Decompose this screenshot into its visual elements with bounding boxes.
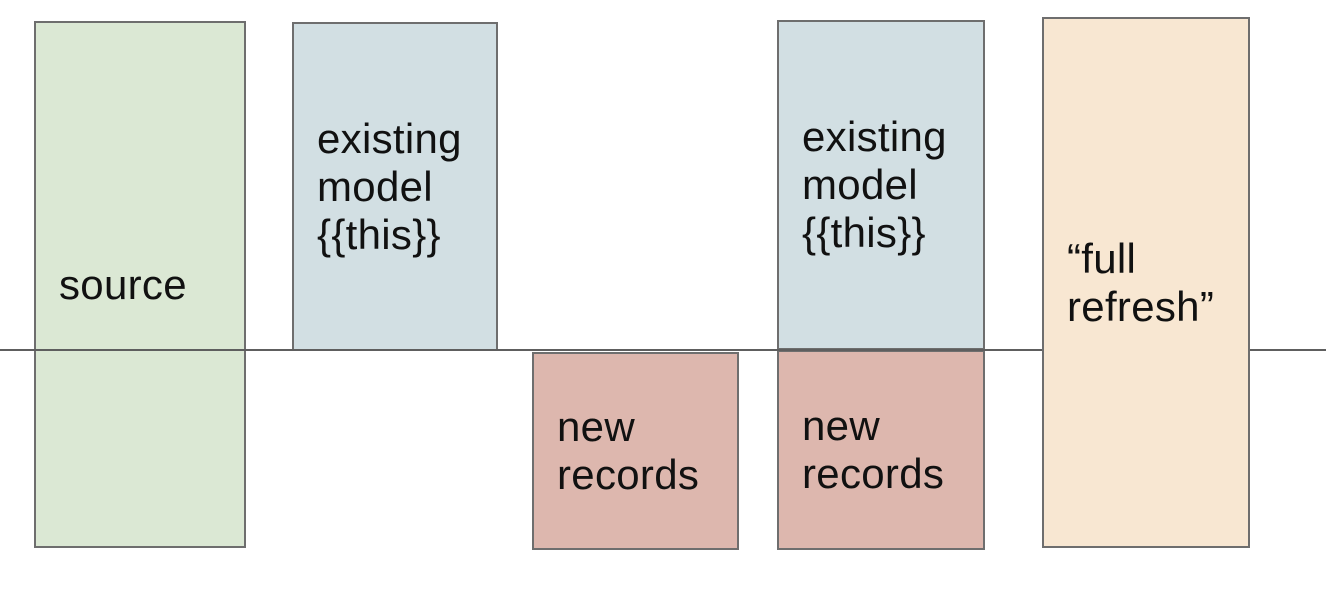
box-existing-model-right-label: existing model {{this}} [802,113,947,256]
box-source: source [34,21,246,548]
box-existing-model-right: existing model {{this}} [777,20,985,350]
box-full-refresh-label: “full refresh” [1067,234,1215,330]
box-new-records-left-label: new records [557,403,700,498]
box-existing-model-left: existing model {{this}} [292,22,498,351]
box-existing-model-left-label: existing model {{this}} [317,114,462,258]
box-full-refresh: “full refresh” [1042,17,1250,548]
box-new-records-right: new records [777,350,985,550]
box-new-records-left: new records [532,352,739,550]
box-source-label: source [59,260,187,308]
divider-line [0,349,1326,351]
box-new-records-right-label: new records [802,402,945,497]
